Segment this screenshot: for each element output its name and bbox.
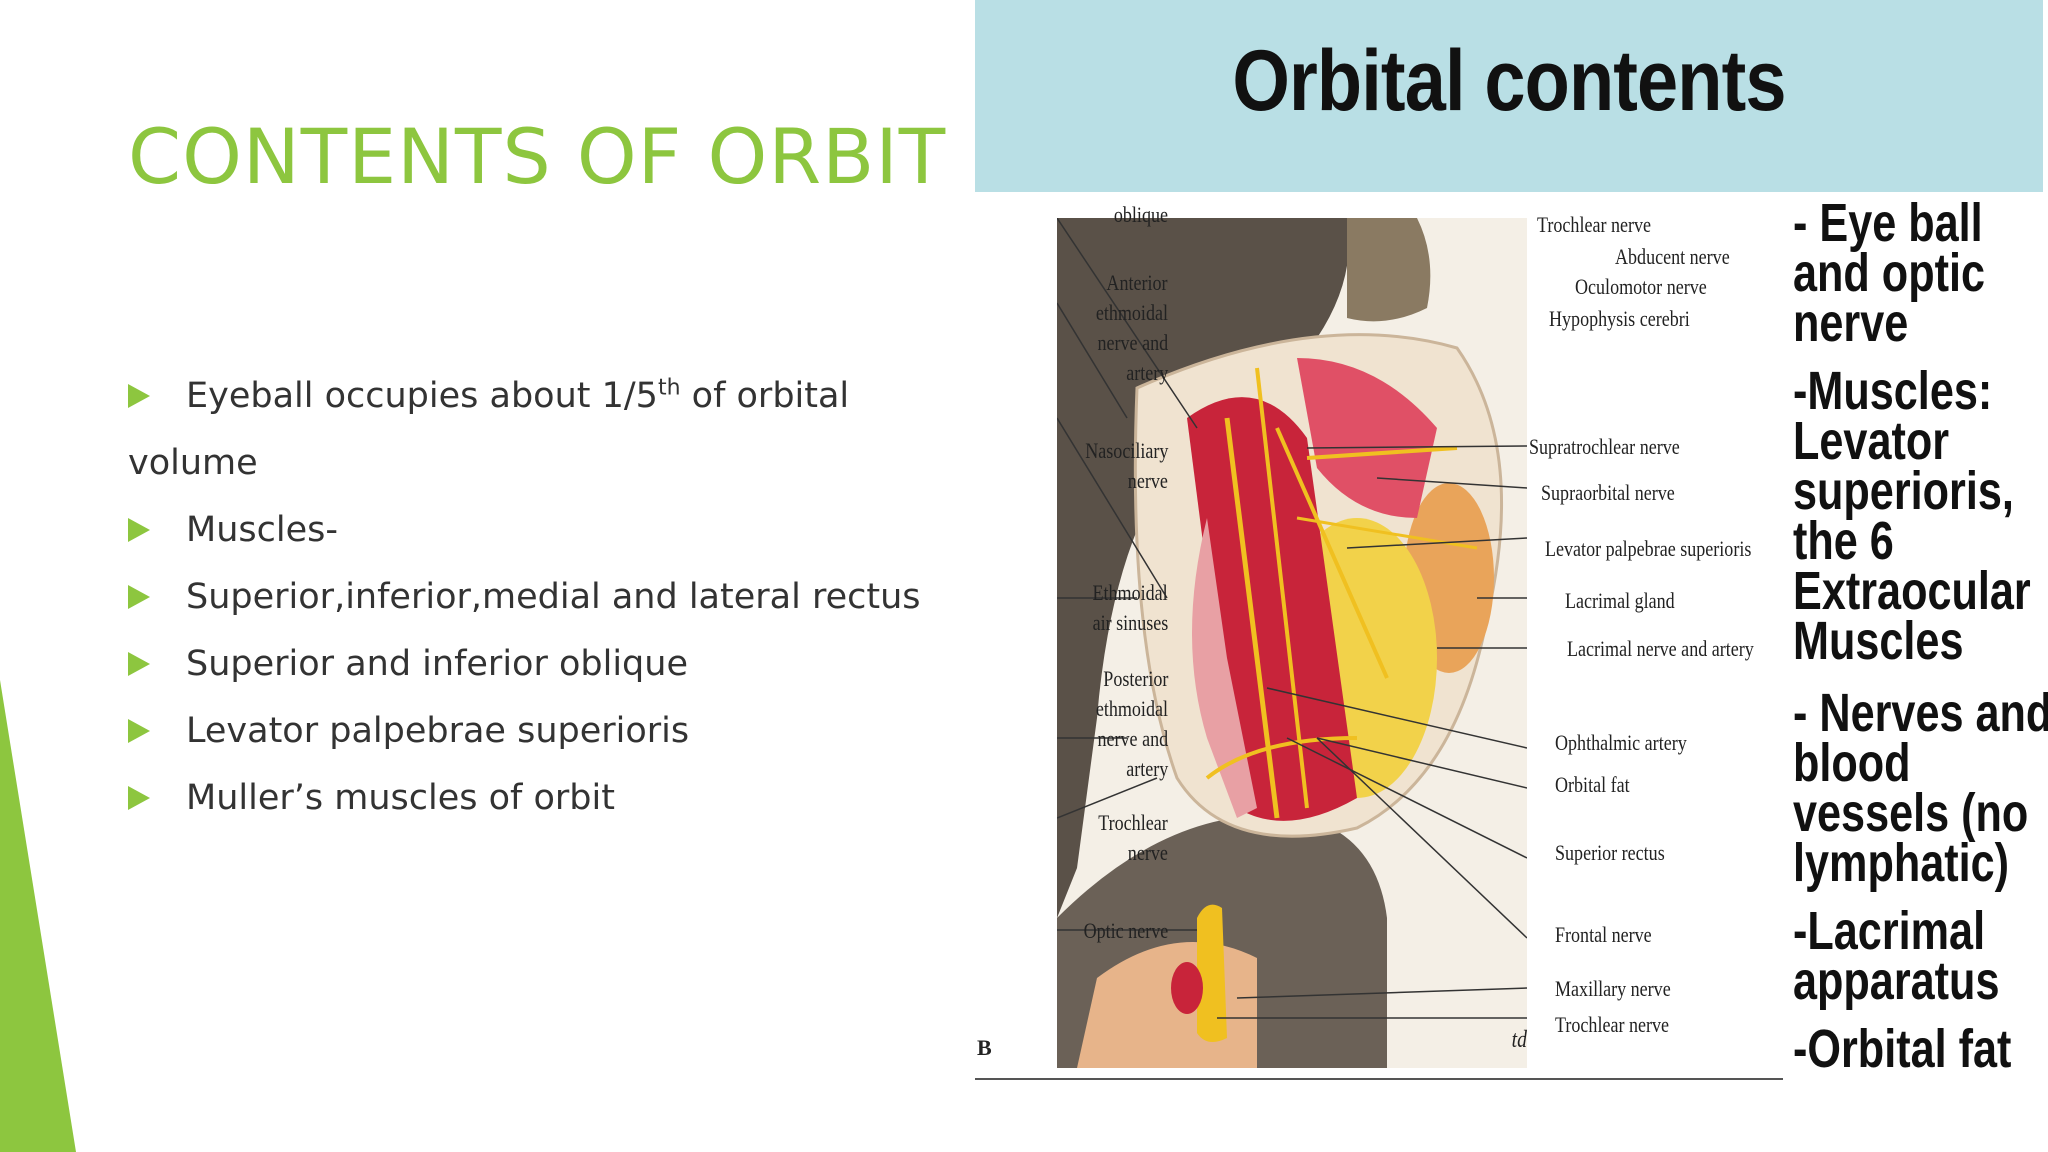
figure-baseline	[975, 1078, 1783, 1080]
label-orbital-fat: Orbital fat	[1555, 772, 1630, 797]
label-nerve-and: nerve and	[1097, 330, 1168, 355]
figure-header: Orbital contents	[975, 0, 2043, 192]
label-superior-rectus: Superior rectus	[1555, 840, 1665, 865]
label-posterior-ethmoidal: ethmoidal	[1095, 696, 1168, 721]
label-trochlear-nerve-bottom: Trochlear nerve	[1555, 1012, 1670, 1037]
label-posterior: Posterior	[1102, 666, 1168, 691]
bullet-continuation: volume	[128, 442, 258, 483]
label-anterior: Anterior	[1106, 270, 1168, 295]
label-maxillary-nerve: Maxillary nerve	[1555, 976, 1671, 1001]
triangle-bullet-icon	[128, 383, 186, 408]
bullet-item-muscles: Muscles-	[128, 496, 928, 563]
label-nasociliary: Nasociliary	[1084, 438, 1168, 463]
bullet-text: Levator palpebrae superioris	[186, 710, 690, 751]
label-ophthalmic-artery: Ophthalmic artery	[1555, 730, 1687, 755]
page-title: CONTENTS OF ORBIT	[128, 112, 947, 201]
label-oblique: oblique	[1113, 202, 1168, 227]
orbit-illustration	[1057, 218, 1527, 1068]
label-hypophysis-cerebri: Hypophysis cerebri	[1549, 306, 1690, 331]
label-lacrimal-gland: Lacrimal gland	[1565, 588, 1675, 613]
illustrator-signature: td	[1511, 1027, 1527, 1053]
anatomy-figure: Orbital contents	[975, 0, 2048, 1152]
label-levator-palpebrae: Levator palpebrae superioris	[1545, 536, 1752, 561]
label-abducent-nerve: Abducent nerve	[1615, 244, 1730, 269]
bullet-text: Muscles-	[186, 509, 338, 550]
bullet-item-oblique: Superior and inferior oblique	[128, 630, 928, 697]
triangle-bullet-icon	[128, 785, 186, 810]
bullet-list: Eyeball occupies about 1/5th of orbital …	[128, 362, 928, 831]
bullet-item-levator: Levator palpebrae superioris	[128, 697, 928, 764]
label-oculomotor-nerve: Oculomotor nerve	[1575, 274, 1707, 299]
triangle-bullet-icon	[128, 651, 186, 676]
label-frontal-nerve: Frontal nerve	[1555, 922, 1652, 947]
triangle-bullet-icon	[128, 584, 186, 609]
label-trochlear: Trochlear	[1098, 810, 1168, 835]
bullet-item-muller: Muller’s muscles of orbit	[128, 764, 928, 831]
label-nerve: nerve	[1127, 468, 1168, 493]
label-posterior-nerve-and: nerve and	[1097, 726, 1168, 751]
label-air-sinuses: air sinuses	[1092, 610, 1168, 635]
bullet-item-eyeball: Eyeball occupies about 1/5th of orbital	[128, 362, 928, 429]
bullet-text-eyeball: Eyeball occupies about 1/5th of orbital	[186, 374, 850, 416]
label-artery: artery	[1125, 360, 1168, 385]
label-lacrimal-nerve-artery: Lacrimal nerve and artery	[1567, 636, 1754, 661]
label-supraorbital-nerve: Supraorbital nerve	[1541, 480, 1675, 505]
label-ethmoidal-sinus: Ethmoidal	[1092, 580, 1168, 605]
triangle-bullet-icon	[128, 718, 186, 743]
triangle-bullet-icon	[128, 517, 186, 542]
label-supratrochlear-nerve: Supratrochlear nerve	[1529, 434, 1680, 459]
label-trochlear-nerve: nerve	[1127, 840, 1168, 865]
figure-title: Orbital contents	[1232, 33, 1786, 129]
bullet-text: Muller’s muscles of orbit	[186, 777, 615, 818]
label-optic-nerve: Optic nerve	[1083, 918, 1168, 943]
bullet-item-rectus: Superior,inferior,medial and lateral rec…	[128, 563, 928, 630]
label-ethmoidal: ethmoidal	[1095, 300, 1168, 325]
bullet-text: Superior,inferior,medial and lateral rec…	[186, 576, 921, 617]
bullet-text: Superior and inferior oblique	[186, 643, 688, 684]
green-accent-wedge	[0, 680, 76, 1152]
label-trochlear-nerve-top: Trochlear nerve	[1537, 212, 1652, 237]
label-posterior-artery: artery	[1125, 756, 1168, 781]
plate-letter: B	[977, 1035, 992, 1060]
summary-orbital-fat: -Orbital fat	[1793, 1019, 2012, 1079]
